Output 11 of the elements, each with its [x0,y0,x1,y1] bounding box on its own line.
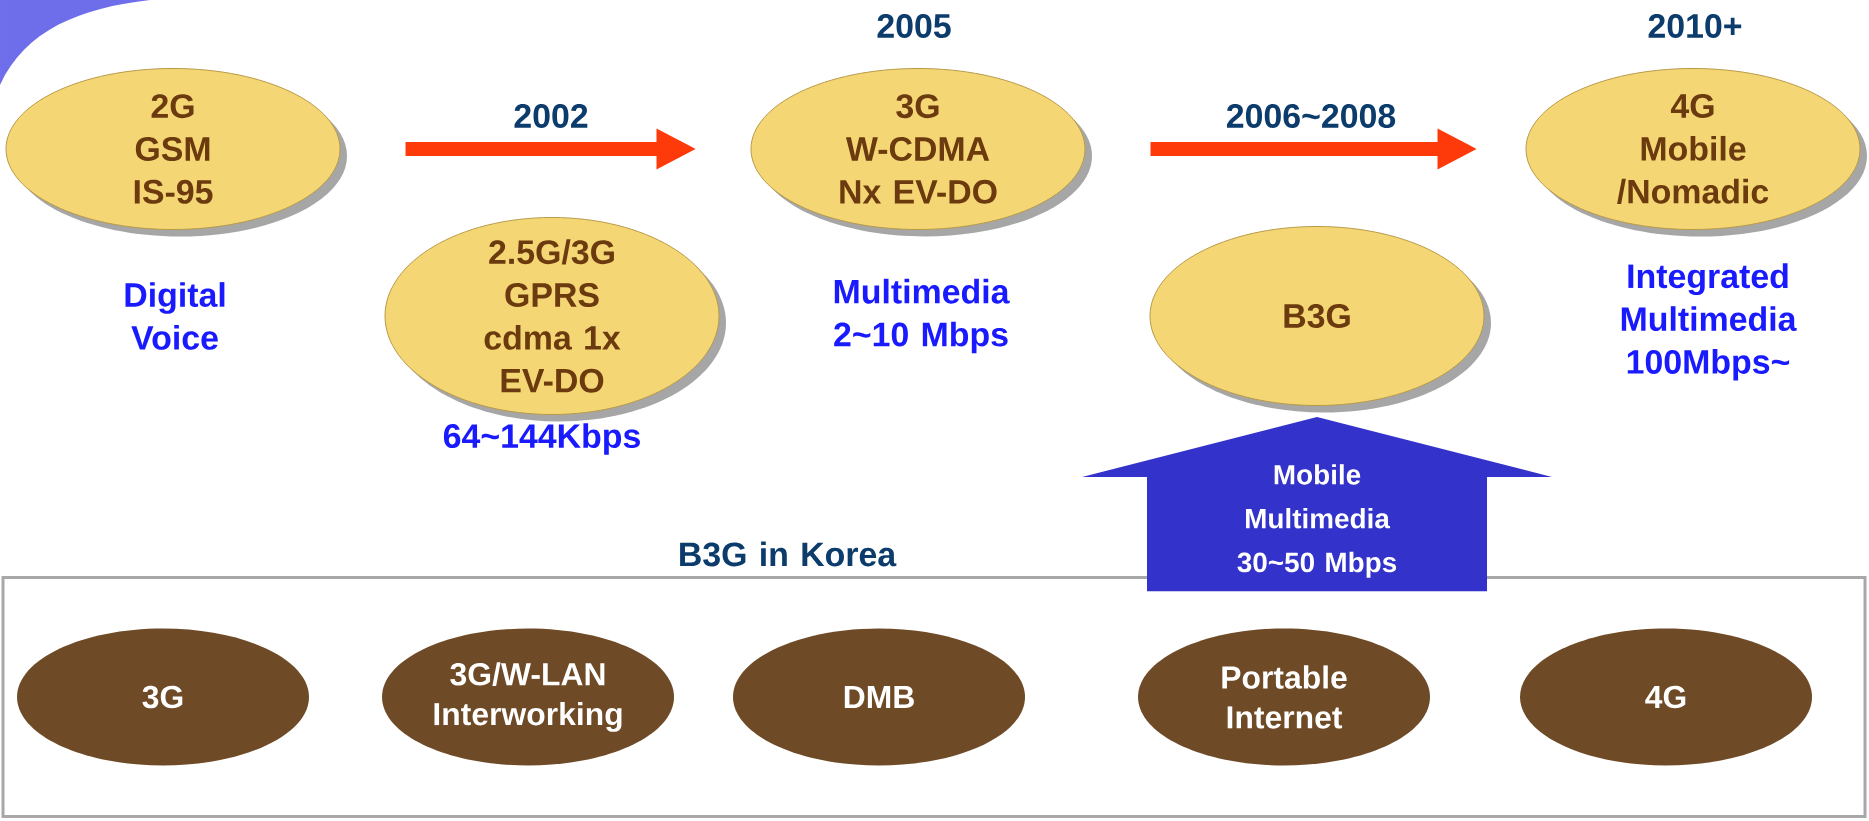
caption-text: 64~144Kbps [443,423,640,455]
caption-text: Integrated Multimedia 100Mbps~ [1621,263,1797,381]
caption-text: Multimedia 2~10 Mbps [834,278,1010,354]
node-label: B3G in Korea [680,541,897,567]
year-label: 2010+ [1648,14,1742,38]
edge-label: 2002 [514,104,588,128]
caption-text: Digital Voice [125,282,225,350]
block-arrow [1082,417,1552,592]
year-label: 2005 [877,14,951,38]
edge-label: 2006~2008 [1226,104,1396,128]
edge-label: Mobile Multimedia 30~50 Mbps [1237,464,1397,578]
